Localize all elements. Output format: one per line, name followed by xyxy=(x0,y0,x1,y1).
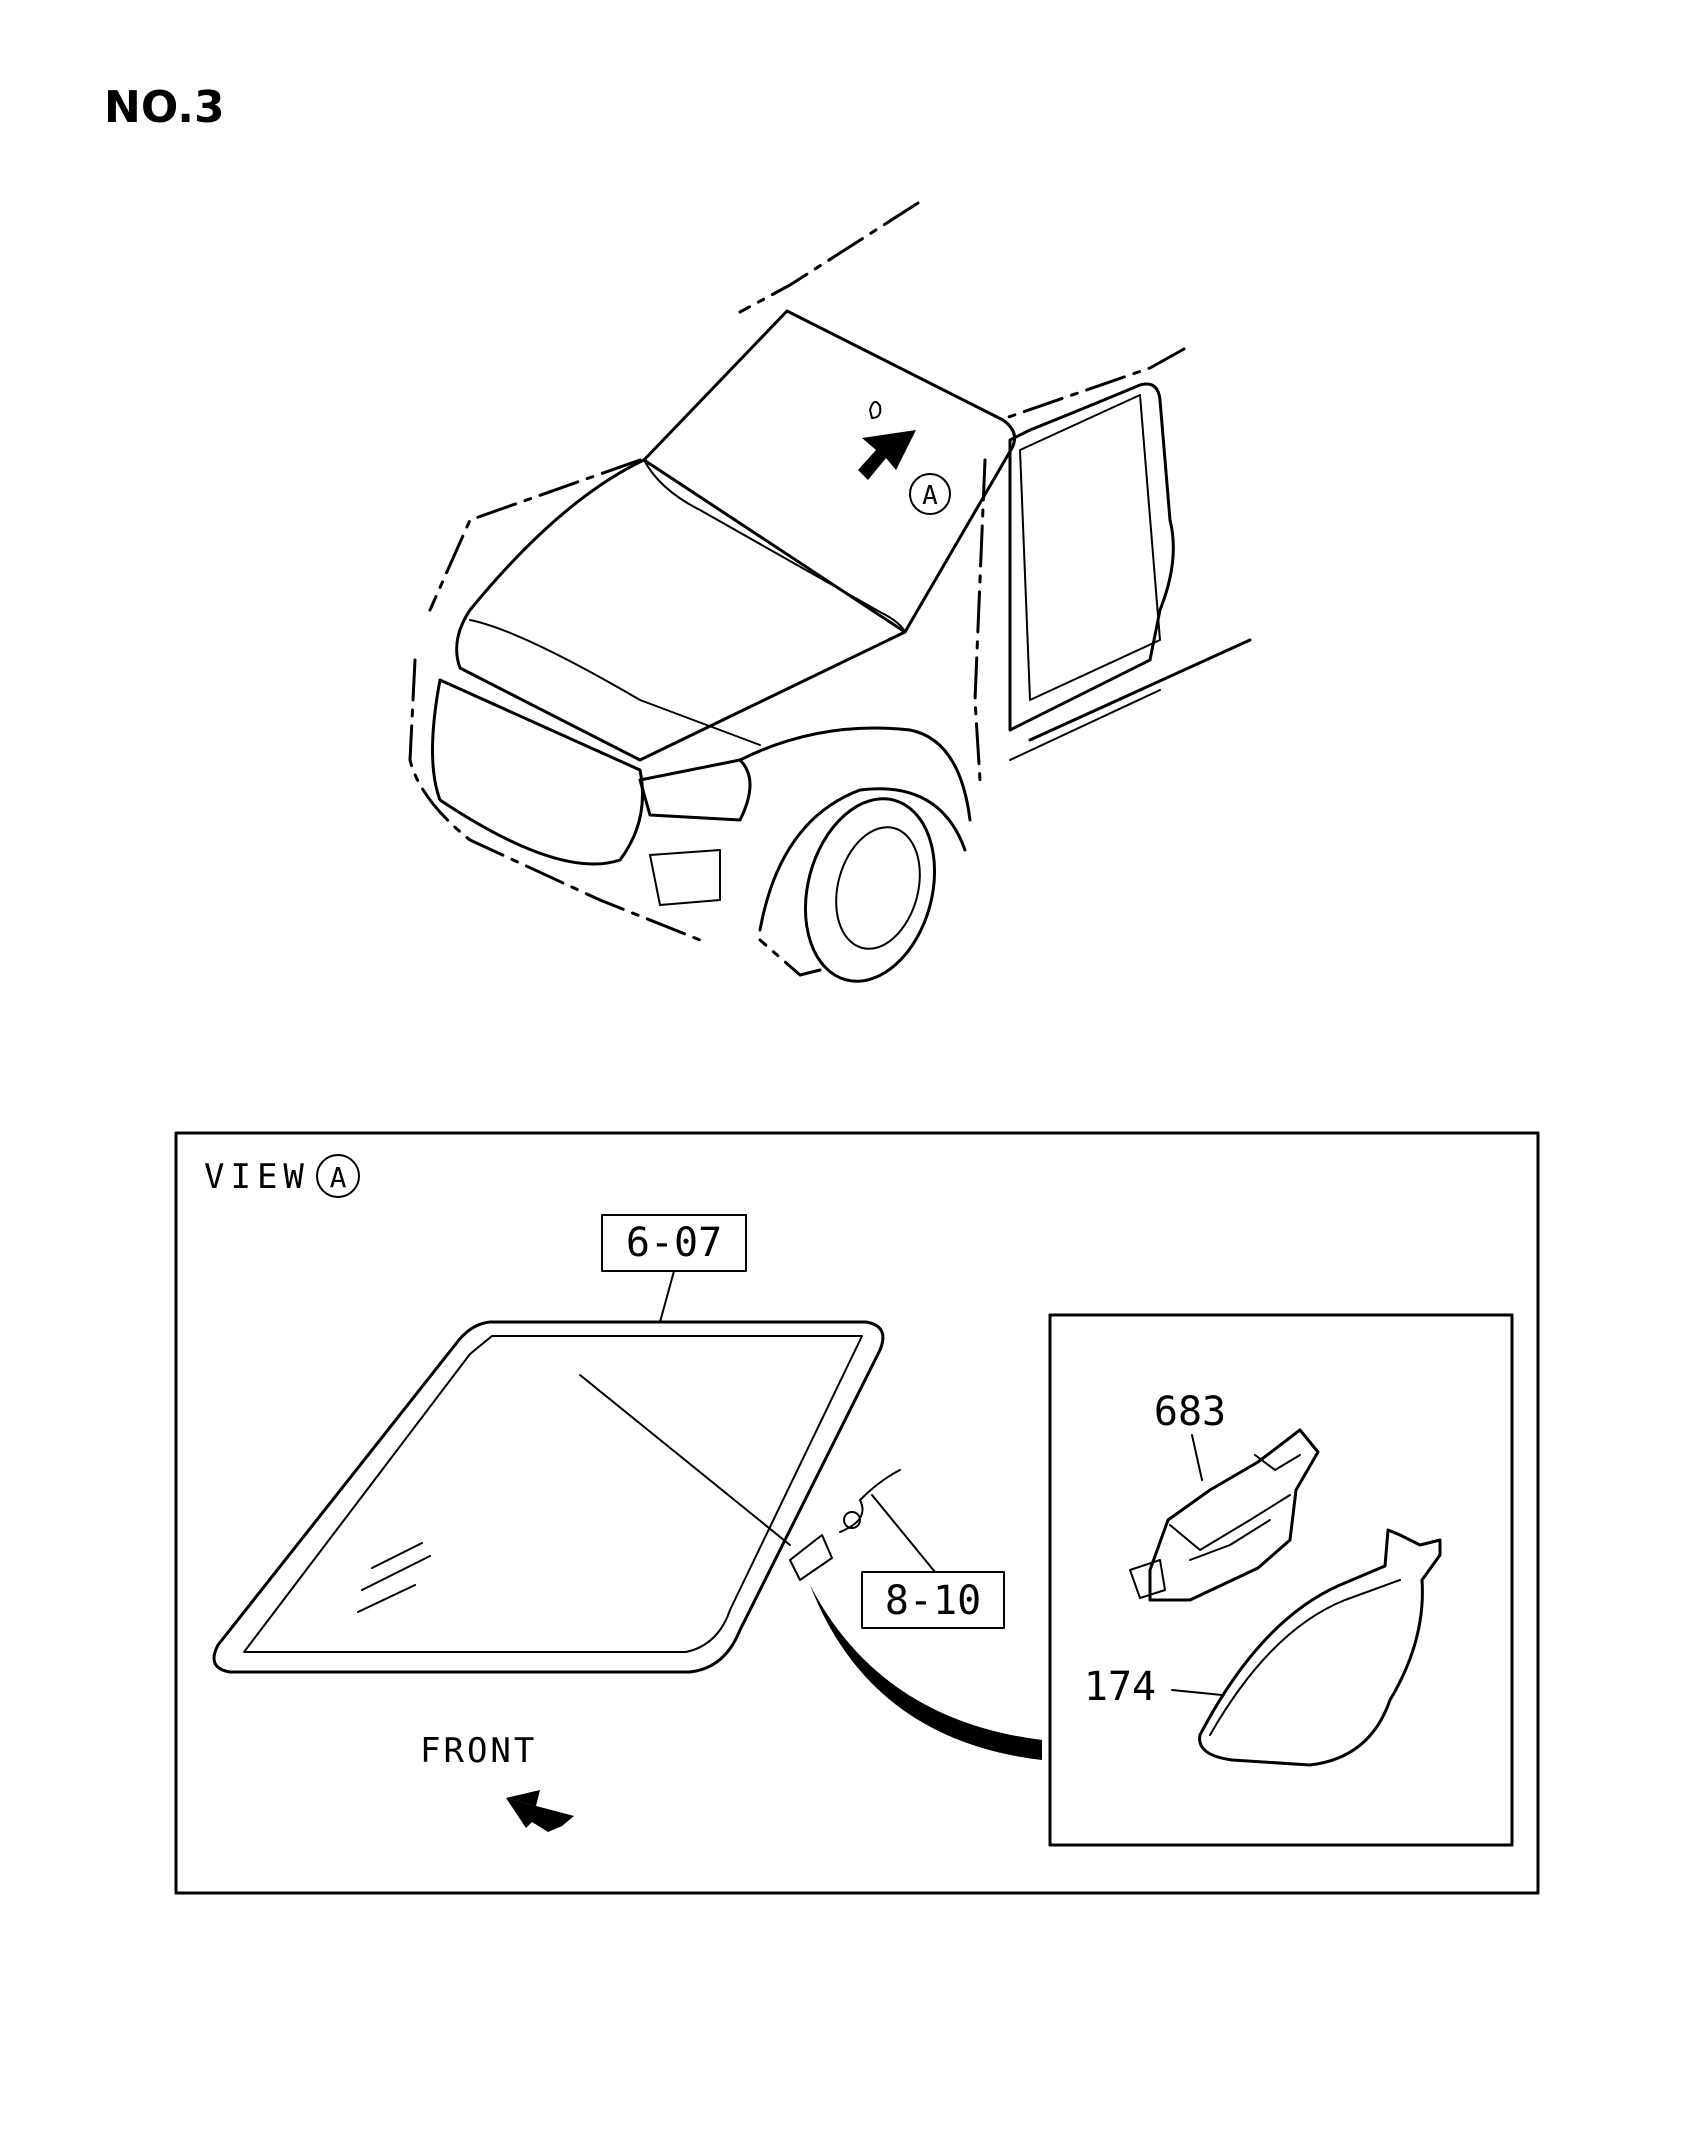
detail-inset xyxy=(1048,1313,1514,1847)
view-a-arrow xyxy=(858,430,916,480)
inset-pointer xyxy=(810,1585,1042,1760)
view-a-marker-text: A xyxy=(922,481,938,511)
sensor-on-glass xyxy=(789,1534,833,1581)
wiring-ref-box xyxy=(861,1571,1005,1629)
view-label: VIEW xyxy=(204,1157,310,1197)
headlight-outline xyxy=(638,758,752,822)
glass-ref-label: 6-07 xyxy=(626,1220,722,1266)
windshield-glass xyxy=(212,1320,885,1674)
view-marker: A xyxy=(330,1161,347,1194)
rain-sensor-unit xyxy=(1129,1428,1320,1602)
grille-outline xyxy=(431,678,644,866)
vehicle-overview: A xyxy=(408,201,1252,983)
front-wheel xyxy=(803,797,937,983)
front-arrow xyxy=(506,1798,574,1832)
page-label: NO.3 xyxy=(104,82,225,133)
wiring-harness xyxy=(839,1469,901,1533)
sensor-cover xyxy=(1198,1528,1442,1767)
wiring-ref-label: 8-10 xyxy=(885,1578,981,1624)
front-label: FRONT xyxy=(420,1731,537,1771)
sensor-part-number: 683 xyxy=(1154,1389,1226,1435)
view-a-panel: VIEW A 6-07 8-10 FRONT 683 xyxy=(174,1131,1540,1895)
cover-part-number: 174 xyxy=(1084,1664,1156,1710)
view-a-marker-overview xyxy=(909,473,951,515)
